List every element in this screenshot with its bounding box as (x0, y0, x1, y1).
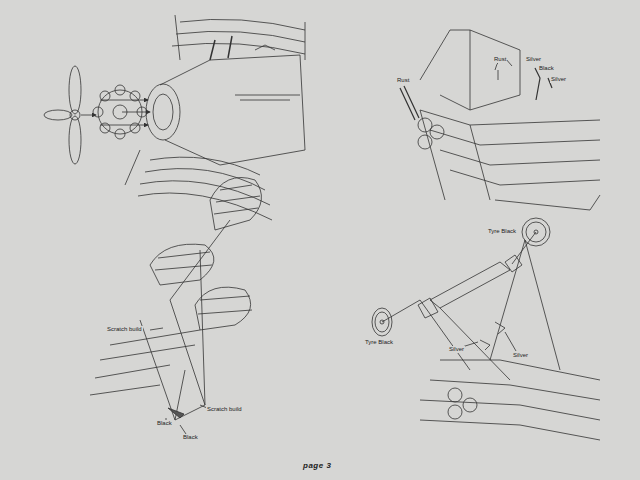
part-label: Black (182, 434, 199, 441)
part-label: Black (156, 420, 173, 427)
part-label: Black (538, 65, 555, 72)
part-label: Silver (550, 76, 567, 83)
page-number: page 3 (302, 462, 332, 469)
part-label: Rust (493, 56, 507, 63)
engine-assembly (44, 15, 305, 220)
part-label: Scratch build (206, 406, 243, 413)
part-label: Silver (525, 56, 542, 63)
part-label: Rust (396, 77, 410, 84)
undercarriage-assembly (372, 218, 600, 440)
part-label: Silver (512, 352, 529, 359)
part-label: Tyre Black (364, 339, 394, 346)
tail-assembly (90, 178, 261, 435)
part-label: Silver (448, 346, 465, 353)
part-label: Tyre Black (487, 228, 517, 235)
part-label: Scratch build (106, 326, 143, 333)
strut-assembly (400, 30, 600, 210)
